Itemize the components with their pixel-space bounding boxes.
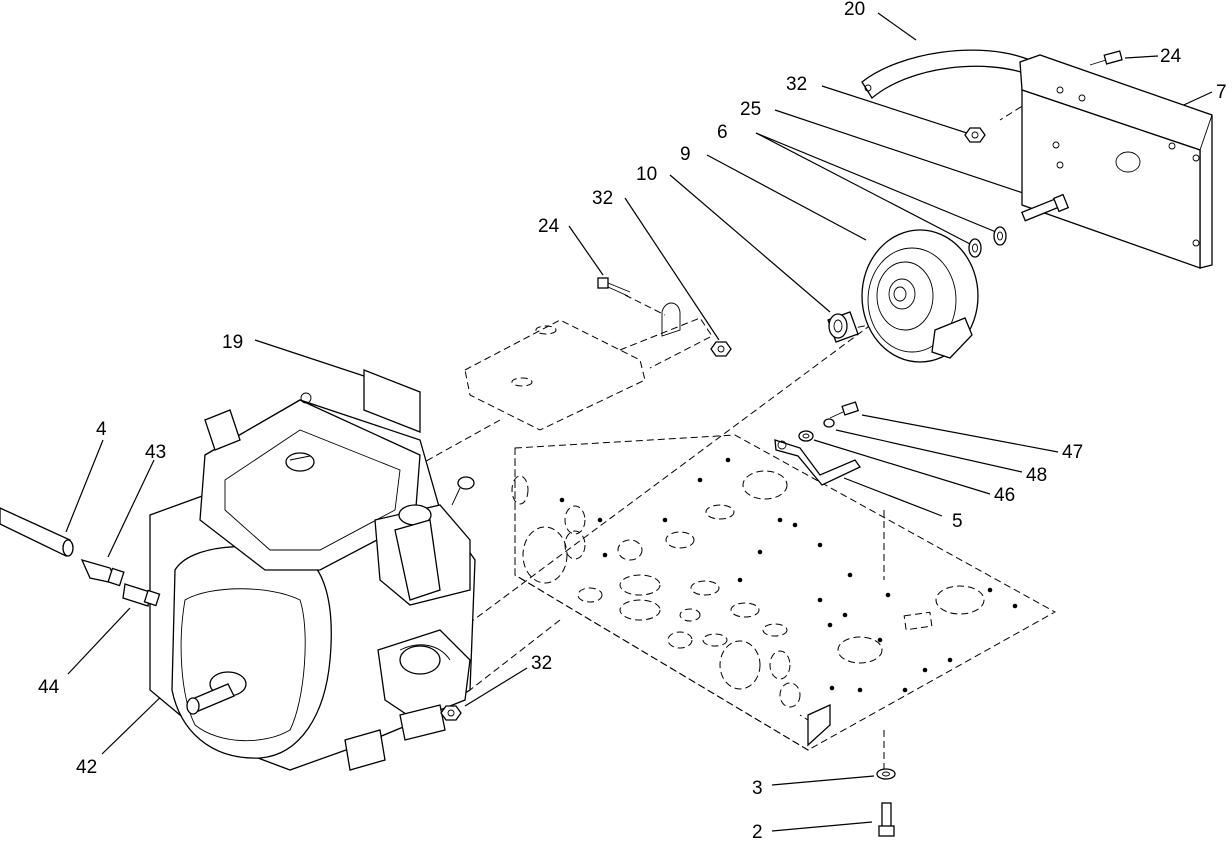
electric-clutch xyxy=(861,229,979,363)
washer-48 xyxy=(823,418,835,428)
nut-32-top xyxy=(964,127,986,143)
callout-7: 7 xyxy=(1216,82,1227,103)
callout-46: 46 xyxy=(994,485,1015,506)
assembly-centerlines xyxy=(409,94,1041,770)
callout-24-top: 24 xyxy=(1160,46,1182,67)
fitting-43 xyxy=(80,558,125,587)
callout-9: 9 xyxy=(680,144,691,165)
callout-32-low: 32 xyxy=(531,653,552,674)
callout-24-mid: 24 xyxy=(538,216,560,237)
frame-cutouts xyxy=(511,470,985,708)
bolt-47 xyxy=(829,401,860,419)
bolt-2 xyxy=(878,802,895,837)
belt-guard xyxy=(861,49,1031,99)
bolt-25 xyxy=(1021,193,1070,222)
cable-bracket-5 xyxy=(774,439,861,486)
callout-48: 48 xyxy=(1026,465,1047,486)
nut-32-low xyxy=(440,705,462,721)
leader-lines xyxy=(65,12,1213,832)
callout-2: 2 xyxy=(752,822,763,843)
callout-32-mid: 32 xyxy=(592,188,613,209)
nut-32-mid xyxy=(710,341,732,357)
callout-25: 25 xyxy=(740,99,761,120)
frame-holes xyxy=(559,457,1018,693)
callout-5: 5 xyxy=(952,511,963,532)
callout-19: 19 xyxy=(222,332,243,353)
callout-44: 44 xyxy=(38,677,60,698)
washer-3 xyxy=(876,768,896,780)
callout-43: 43 xyxy=(145,442,166,463)
callout-10: 10 xyxy=(636,164,657,185)
callout-20: 20 xyxy=(844,0,865,20)
washer-46 xyxy=(798,430,814,442)
spacer-10 xyxy=(827,311,859,343)
fuel-hose-4 xyxy=(0,507,74,557)
callout-labels: 20 24 7 32 25 6 9 10 32 24 19 4 43 47 48… xyxy=(38,0,1227,843)
mount-plate-dashed xyxy=(464,302,713,431)
washers-6 xyxy=(968,226,1007,258)
callout-47: 47 xyxy=(1062,442,1083,463)
frame-plate xyxy=(511,434,1057,751)
clutch-bracket xyxy=(1019,54,1213,269)
callout-42: 42 xyxy=(76,757,97,778)
fitting-44 xyxy=(122,583,161,607)
callout-6: 6 xyxy=(717,122,728,143)
decal-19 xyxy=(363,369,421,433)
callout-32-top: 32 xyxy=(786,74,807,95)
bolt-24-top xyxy=(1089,50,1123,66)
callout-4: 4 xyxy=(96,419,107,440)
engine xyxy=(149,392,476,771)
bolt-24-mid xyxy=(597,277,631,297)
callout-3: 3 xyxy=(752,778,763,799)
